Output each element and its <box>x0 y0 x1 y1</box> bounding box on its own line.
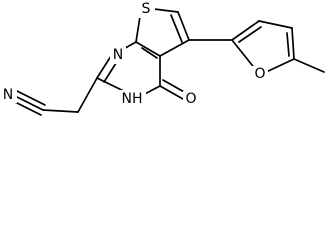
furan-o-c2-bond <box>231 39 257 71</box>
pyrimidine-nitrogen-label: N <box>113 47 123 63</box>
pyrimidine-nh-label: NH <box>122 91 143 107</box>
c6-c5-double-bond <box>170 14 183 43</box>
furan-c5-o-bond <box>263 58 295 74</box>
c2-n1-bond <box>96 55 112 79</box>
c6-c5-bond <box>177 11 190 41</box>
nitrile-nitrogen-label: N <box>3 87 13 103</box>
molecule-canvas: N S N NH O O <box>1 1 325 116</box>
bonds <box>8 8 325 116</box>
furan-c2-c3-double-bond <box>238 26 262 43</box>
methylene-to-nitrile-bond <box>42 109 79 113</box>
nitrile-triple-bond-line-2 <box>12 88 46 106</box>
s-c6-bond <box>153 8 179 13</box>
atom-labels: N S N NH O O <box>1 1 268 108</box>
molecular-structure-diagram: N S N NH O O <box>1 1 325 116</box>
furan-oxygen-label: O <box>254 66 265 82</box>
furan-c2-c3-bond <box>231 20 260 41</box>
furan-c3-c4-bond <box>258 20 293 29</box>
furan-c4-c5-double-bond <box>286 32 290 57</box>
carbonyl-oxygen-label: O <box>185 91 196 107</box>
thiophene-sulfur-label: S <box>142 1 151 17</box>
c5-c4a-bond <box>159 39 190 57</box>
carbonyl-bond-1 <box>159 85 184 100</box>
methylene-to-ring-bond <box>77 77 98 113</box>
c7a-c4a-aromatic-inner-bond <box>141 47 158 59</box>
c7a-c4a-bond <box>135 41 161 57</box>
furan-c4-c5-bond <box>291 27 295 60</box>
carbonyl-bond-2 <box>162 79 187 94</box>
furan-methyl-bond <box>293 58 325 73</box>
